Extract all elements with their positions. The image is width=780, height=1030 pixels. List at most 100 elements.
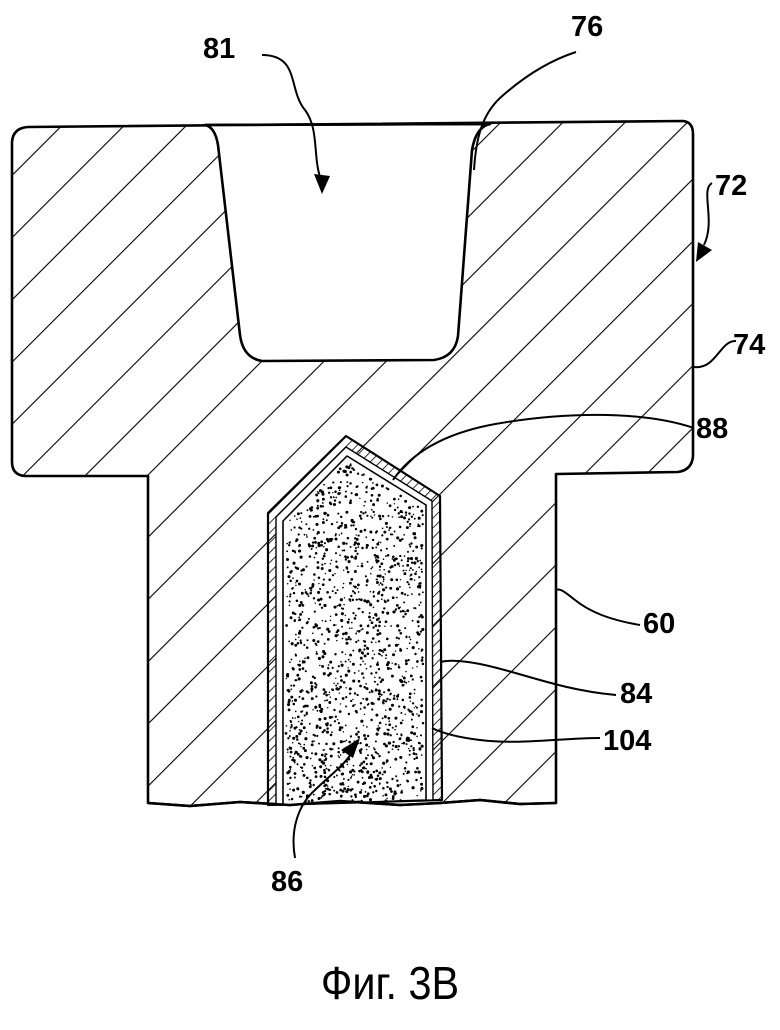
stipple-dot bbox=[316, 727, 318, 729]
stipple-dot bbox=[335, 538, 338, 541]
stipple-dot bbox=[358, 680, 361, 683]
stipple-dot bbox=[385, 654, 387, 656]
stipple-dot bbox=[420, 602, 422, 604]
stipple-dot bbox=[355, 493, 358, 496]
stipple-dot bbox=[332, 481, 334, 483]
stipple-dot bbox=[316, 652, 318, 654]
stipple-dot bbox=[298, 721, 299, 722]
stipple-dot bbox=[412, 506, 414, 508]
stipple-dot bbox=[403, 601, 405, 603]
stipple-dot bbox=[421, 754, 423, 756]
stipple-dot bbox=[381, 655, 383, 657]
stipple-dot bbox=[309, 515, 312, 518]
stipple-dot bbox=[375, 714, 378, 717]
stipple-dot bbox=[341, 651, 343, 653]
stipple-dot bbox=[345, 543, 347, 545]
stipple-dot bbox=[286, 550, 288, 552]
stipple-dot bbox=[337, 629, 339, 631]
stipple-dot bbox=[298, 544, 301, 547]
stipple-dot bbox=[335, 698, 338, 701]
stipple-dot bbox=[340, 619, 343, 622]
stipple-dot bbox=[370, 568, 372, 570]
label-72: 72 bbox=[715, 170, 747, 202]
stipple-dot bbox=[314, 771, 317, 774]
stipple-dot bbox=[309, 785, 312, 788]
stipple-dot bbox=[323, 531, 325, 533]
stipple-dot bbox=[337, 546, 340, 549]
stipple-dot bbox=[352, 650, 354, 652]
stipple-dot bbox=[295, 582, 296, 583]
stipple-dot bbox=[345, 495, 348, 498]
stipple-dot bbox=[314, 706, 317, 709]
stipple-dot bbox=[405, 671, 406, 672]
stipple-dot bbox=[418, 585, 421, 588]
stipple-dot bbox=[354, 586, 357, 589]
stipple-dot bbox=[293, 759, 296, 762]
stipple-dot bbox=[289, 746, 291, 748]
stipple-dot bbox=[302, 690, 304, 692]
stipple-dot bbox=[363, 640, 365, 642]
stipple-dot bbox=[412, 569, 414, 571]
stipple-dot bbox=[389, 587, 392, 590]
stipple-dot bbox=[383, 648, 386, 651]
stipple-dot bbox=[290, 685, 292, 687]
stipple-dot bbox=[313, 579, 315, 581]
stipple-dot bbox=[328, 694, 330, 696]
stipple-dot bbox=[420, 710, 423, 713]
stipple-dot bbox=[294, 550, 296, 552]
stipple-dot bbox=[342, 587, 344, 589]
stipple-dot bbox=[384, 715, 387, 718]
stipple-dot bbox=[372, 487, 375, 490]
stipple-dot bbox=[298, 664, 301, 667]
stipple-dot bbox=[396, 597, 398, 599]
stipple-dot bbox=[376, 499, 379, 502]
stipple-dot bbox=[370, 719, 373, 722]
stipple-dot bbox=[336, 670, 338, 672]
stipple-dot bbox=[321, 633, 323, 635]
stipple-dot bbox=[360, 720, 363, 723]
stipple-dot bbox=[321, 607, 323, 609]
stipple-dot bbox=[358, 670, 360, 672]
stipple-dot bbox=[351, 519, 354, 522]
stipple-dot bbox=[422, 514, 424, 516]
stipple-dot bbox=[343, 583, 345, 585]
stipple-dot bbox=[422, 591, 424, 593]
stipple-dot bbox=[414, 518, 416, 520]
stipple-dot bbox=[347, 621, 350, 624]
stipple-dot bbox=[298, 732, 301, 735]
stipple-dot bbox=[380, 582, 382, 584]
stipple-dot bbox=[379, 677, 381, 679]
stipple-dot bbox=[378, 621, 381, 624]
stipple-dot bbox=[378, 692, 381, 695]
stipple-dot bbox=[325, 765, 327, 767]
stipple-dot bbox=[322, 731, 324, 733]
stipple-dot bbox=[378, 725, 379, 726]
stipple-dot bbox=[370, 620, 371, 621]
stipple-dot bbox=[418, 604, 420, 606]
stipple-dot bbox=[302, 747, 305, 750]
stipple-dot bbox=[351, 492, 353, 494]
stipple-dot bbox=[305, 523, 307, 525]
stipple-dot bbox=[317, 561, 320, 564]
stipple-dot bbox=[324, 755, 326, 757]
stipple-dot bbox=[288, 641, 290, 643]
stipple-dot bbox=[311, 740, 313, 742]
stipple-dot bbox=[370, 672, 372, 674]
stipple-dot bbox=[386, 612, 389, 615]
stipple-dot bbox=[338, 501, 341, 504]
stipple-dot bbox=[333, 503, 336, 506]
stipple-dot bbox=[299, 690, 302, 693]
stipple-dot bbox=[317, 591, 320, 594]
stipple-dot bbox=[406, 779, 408, 781]
stipple-dot bbox=[327, 487, 329, 489]
stipple-dot bbox=[295, 585, 297, 587]
stipple-dot bbox=[290, 725, 292, 727]
stipple-dot bbox=[406, 609, 409, 612]
stipple-dot bbox=[322, 583, 325, 586]
stipple-dot bbox=[401, 592, 404, 595]
stipple-dot bbox=[364, 663, 366, 665]
stipple-dot bbox=[348, 786, 350, 788]
stipple-dot bbox=[345, 632, 348, 635]
stipple-dot bbox=[405, 662, 408, 665]
stipple-dot bbox=[363, 781, 366, 784]
